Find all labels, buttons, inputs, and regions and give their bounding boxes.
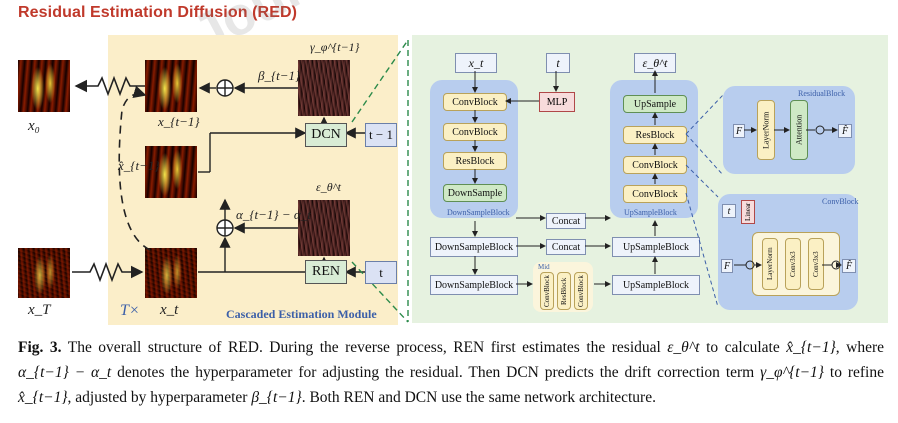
up-block-4: ConvBlock <box>623 185 687 203</box>
mid-label: Mid <box>538 263 550 271</box>
down-group-label: DownSampleBlock <box>447 208 510 217</box>
caption-symbol-eps: ε_θ^t <box>667 339 700 356</box>
label-gamma: γ_φ^{t−1} <box>310 40 360 54</box>
caption-symbol-beta: β_{t−1} <box>251 389 302 406</box>
right-connectors <box>472 70 842 308</box>
image-xT <box>18 248 70 298</box>
row2-downsample: DownSampleBlock <box>430 237 518 257</box>
label-xt-minus-1: x_{t−1} <box>158 114 200 129</box>
conv-input-F: F <box>721 259 733 273</box>
module-label: Cascaded Estimation Module <box>226 307 377 321</box>
down-block-4: DownSample <box>443 184 507 202</box>
row3-downsample: DownSampleBlock <box>430 275 518 295</box>
res-output-F: F̂ <box>838 124 852 138</box>
caption-symbol-xhat-2: x̂_{t−1} <box>18 389 68 406</box>
caption-symbol-alpha: α_{t−1} − α_t <box>18 364 112 381</box>
image-gamma <box>298 60 350 116</box>
convblock-title: ConvBlock <box>822 197 859 206</box>
label-xT: x_T <box>28 302 51 318</box>
label-xhat-t-minus-1: x̂_{t−1} <box>118 158 160 173</box>
input-t: t <box>546 53 570 73</box>
label-times: T× <box>120 302 140 319</box>
row3-upsample: UpSampleBlock <box>612 275 700 295</box>
conv-input-t: t <box>722 204 736 218</box>
image-xhat-t-minus-1 <box>145 146 197 198</box>
label-eps: ε_θ^t <box>316 180 342 194</box>
caption-text-3: , where <box>835 339 884 356</box>
caption-fig-number: Fig. 3. <box>18 339 62 356</box>
caption-text-7: . Both REN and DCN use the same network … <box>301 389 656 406</box>
image-epsilon <box>298 200 350 256</box>
conv-output-F: F̂ <box>842 259 856 273</box>
concat-2: Concat <box>546 239 586 255</box>
image-x0 <box>18 60 70 112</box>
left-connectors <box>72 39 409 323</box>
dcn-box: DCN <box>305 123 347 147</box>
t-minus-1-box: t − 1 <box>365 123 397 147</box>
mlp-box: MLP <box>539 92 575 112</box>
caption-text-6: , adjusted by hyperparameter <box>67 389 252 406</box>
input-xt: x_t <box>455 53 497 73</box>
figure-caption: Fig. 3. The overall structure of RED. Du… <box>18 335 884 410</box>
caption-text-5: to refine <box>824 364 884 381</box>
caption-text-2: to calculate <box>699 339 787 356</box>
label-x0: x₀ <box>28 118 40 134</box>
caption-symbol-gamma: γ_φ^{t−1} <box>760 364 825 381</box>
label-beta: β_{t−1} <box>258 68 301 83</box>
t-box: t <box>365 261 397 284</box>
residualblock-title: ResidualBlock <box>798 89 846 98</box>
caption-symbol-xhat: x̂_{t−1} <box>786 339 836 356</box>
label-alpha: α_{t−1} − α_t <box>236 207 311 222</box>
caption-text-4: denotes the hyperparameter for adjusting… <box>111 364 761 381</box>
concat-1: Concat <box>546 213 586 229</box>
ren-box: REN <box>305 260 347 284</box>
label-xt: x_t <box>160 302 179 318</box>
image-xt <box>145 248 197 298</box>
image-xt-minus-1 <box>145 60 197 112</box>
up-group-label: UpSampleBlock <box>624 208 677 217</box>
figure-title: Residual Estimation Diffusion (RED) <box>18 4 298 21</box>
res-input-F: F <box>733 124 745 138</box>
caption-text-1: The overall structure of RED. During the… <box>61 339 668 356</box>
